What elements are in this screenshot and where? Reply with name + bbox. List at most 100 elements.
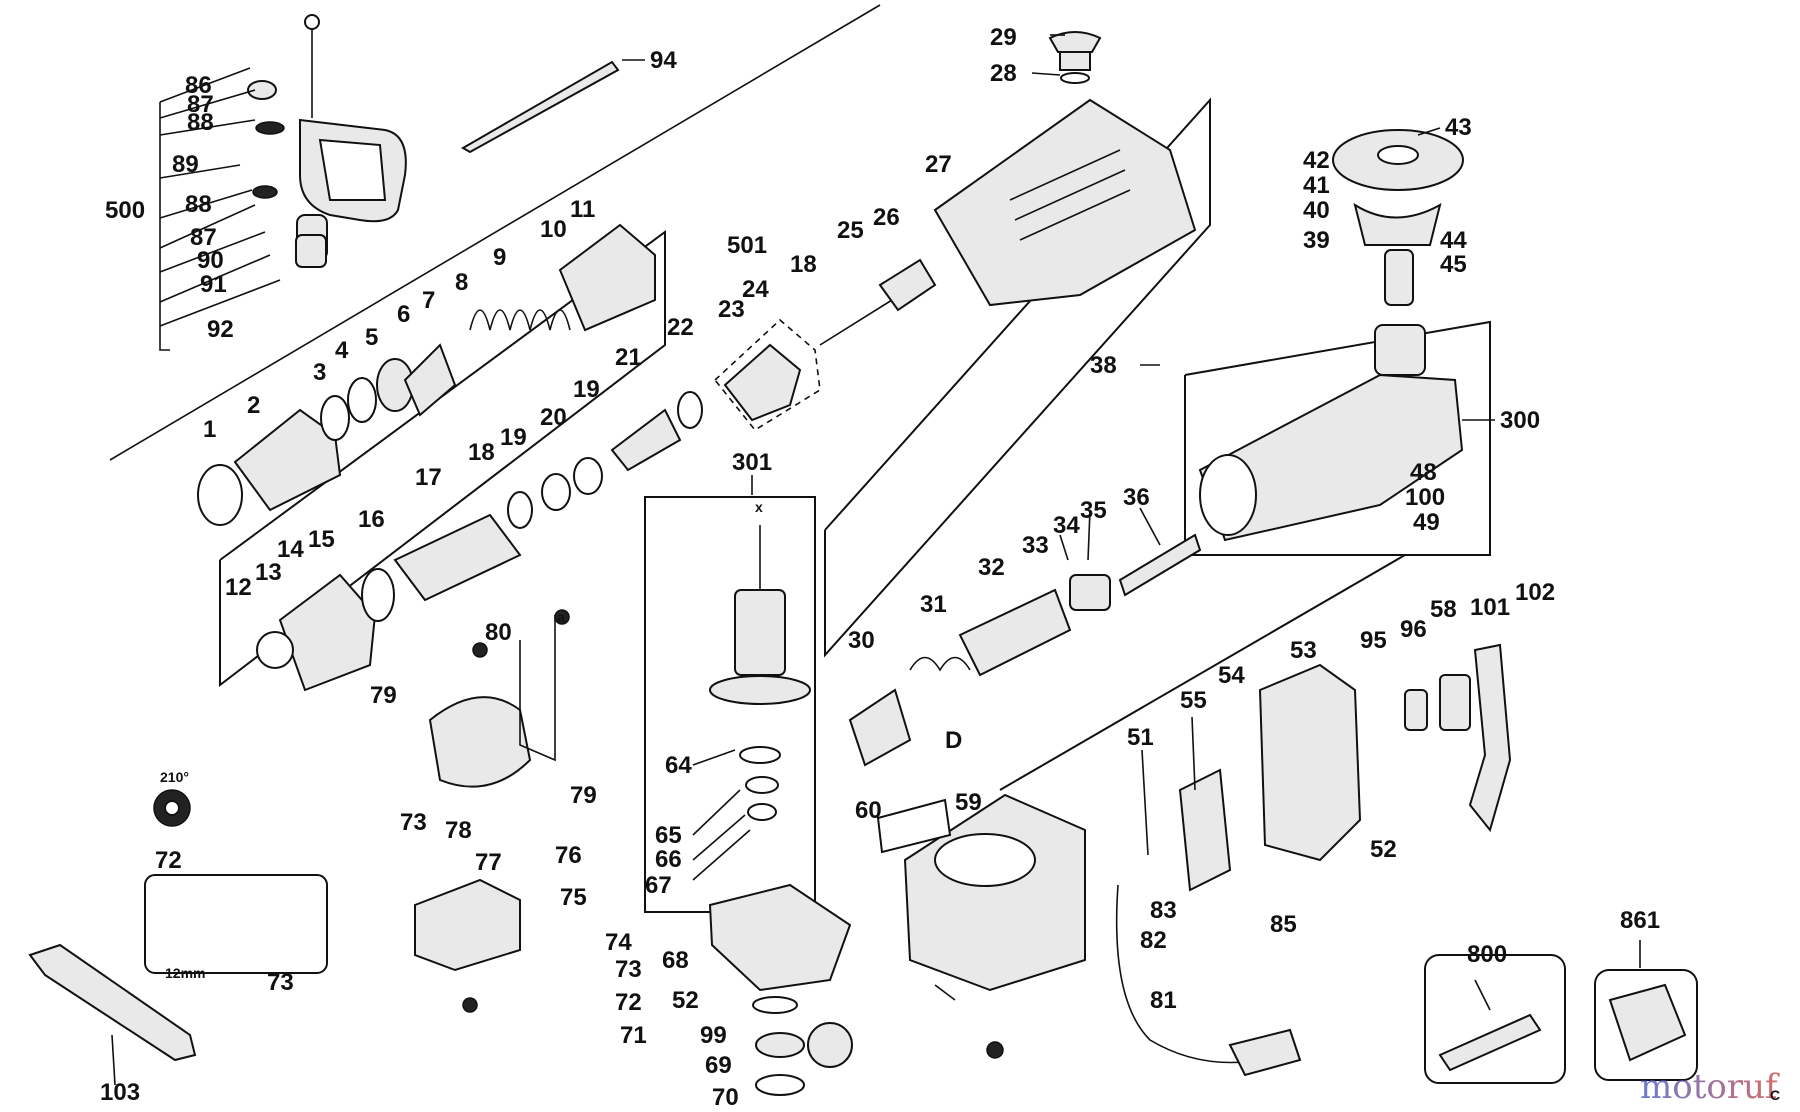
label-39: 39 [1303, 227, 1330, 254]
label-15: 15 [308, 526, 335, 553]
label-91: 91 [200, 271, 227, 298]
label-79b: 79 [570, 782, 597, 809]
label-82: 82 [1140, 927, 1167, 954]
label-49: 49 [1413, 509, 1440, 536]
label-36: 36 [1123, 484, 1150, 511]
label-8: 8 [455, 269, 468, 296]
label-40: 40 [1303, 197, 1330, 224]
label-65: 65 [655, 822, 682, 849]
label-4: 4 [335, 337, 349, 364]
label-92: 92 [207, 316, 234, 343]
label-43: 43 [1445, 114, 1472, 141]
label-87b: 87 [190, 224, 217, 251]
label-9: 9 [493, 244, 506, 271]
label-88: 88 [187, 109, 214, 136]
label-34: 34 [1053, 512, 1080, 539]
label-20: 20 [540, 404, 567, 431]
label-1: 1 [203, 416, 216, 443]
label-102: 102 [1515, 579, 1555, 606]
label-99: 99 [700, 1022, 727, 1049]
label-73c: 73 [615, 956, 642, 983]
label-103: 103 [100, 1079, 140, 1106]
label-52b: 52 [1370, 836, 1397, 863]
label-85: 85 [1270, 911, 1297, 938]
label-11: 11 [570, 196, 595, 223]
label-41: 41 [1303, 172, 1330, 199]
label-28: 28 [990, 60, 1017, 87]
label-51: 51 [1127, 724, 1154, 751]
label-79: 79 [370, 682, 397, 709]
label-30: 30 [848, 627, 875, 654]
label-18b: 18 [790, 251, 817, 278]
label-55: 55 [1180, 687, 1207, 714]
label-94: 94 [650, 47, 677, 74]
label-35: 35 [1080, 497, 1107, 524]
label-27: 27 [925, 151, 952, 178]
label-89: 89 [172, 151, 199, 178]
label-71: 71 [620, 1022, 647, 1049]
label-6: 6 [397, 301, 410, 328]
label-90: 90 [197, 247, 224, 274]
label-25: 25 [837, 217, 864, 244]
label-500: 500 [105, 197, 145, 224]
label-17: 17 [415, 464, 442, 491]
label-96: 96 [1400, 616, 1427, 643]
label-77: 77 [475, 849, 502, 876]
leader-lines [111, 34, 1641, 1086]
label-101: 101 [1470, 594, 1510, 621]
watermark: motoruf [1640, 1067, 1780, 1107]
label-73b: 73 [267, 969, 294, 996]
annotations: 210° 12mm x a [160, 499, 763, 981]
label-95: 95 [1360, 627, 1387, 654]
label-31: 31 [920, 591, 947, 618]
label-861: 861 [1620, 907, 1660, 934]
label-38: 38 [1090, 352, 1117, 379]
label-67: 67 [645, 872, 672, 899]
label-87: 87 [187, 91, 214, 118]
label-300: 300 [1500, 407, 1540, 434]
distance-annotation: 12mm [165, 965, 205, 981]
part-shapes [28, 14, 1687, 1096]
x-marker: x [755, 499, 763, 515]
label-33: 33 [1022, 532, 1049, 559]
label-23: 23 [718, 296, 745, 323]
label-24: 24 [742, 276, 769, 303]
label-54: 54 [1218, 662, 1245, 689]
label-501: 501 [727, 232, 767, 259]
label-22: 22 [667, 314, 694, 341]
label-19: 19 [500, 424, 527, 451]
label-68: 68 [662, 947, 689, 974]
label-26: 26 [873, 204, 900, 231]
angle-annotation: 210° [160, 769, 189, 785]
label-88b: 88 [185, 191, 212, 218]
label-12: 12 [225, 574, 252, 601]
label-69: 69 [705, 1052, 732, 1079]
label-29: 29 [990, 24, 1017, 51]
part-labels: 86 87 88 89 500 88 87 90 91 92 94 1 2 3 … [100, 24, 1660, 1111]
label-83: 83 [1150, 897, 1177, 924]
label-75: 75 [560, 884, 587, 911]
label-72b: 72 [615, 989, 642, 1016]
label-7: 7 [422, 287, 435, 314]
label-3: 3 [313, 359, 326, 386]
label-59: 59 [955, 789, 982, 816]
label-78: 78 [445, 817, 472, 844]
label-81: 81 [1150, 987, 1177, 1014]
label-18: 18 [468, 439, 495, 466]
label-53: 53 [1290, 637, 1317, 664]
label-100: 100 [1405, 484, 1445, 511]
label-73: 73 [400, 809, 427, 836]
label-64: 64 [665, 752, 692, 779]
label-86: 86 [185, 72, 212, 99]
label-10: 10 [540, 216, 567, 243]
corner-mark: C [1770, 1087, 1780, 1103]
label-42: 42 [1303, 147, 1330, 174]
label-2: 2 [247, 392, 260, 419]
label-19b: 19 [573, 376, 600, 403]
label-5: 5 [365, 324, 378, 351]
label-13: 13 [255, 559, 282, 586]
label-52: 52 [672, 987, 699, 1014]
label-44: 44 [1440, 227, 1467, 254]
a-marker: a [557, 609, 565, 625]
